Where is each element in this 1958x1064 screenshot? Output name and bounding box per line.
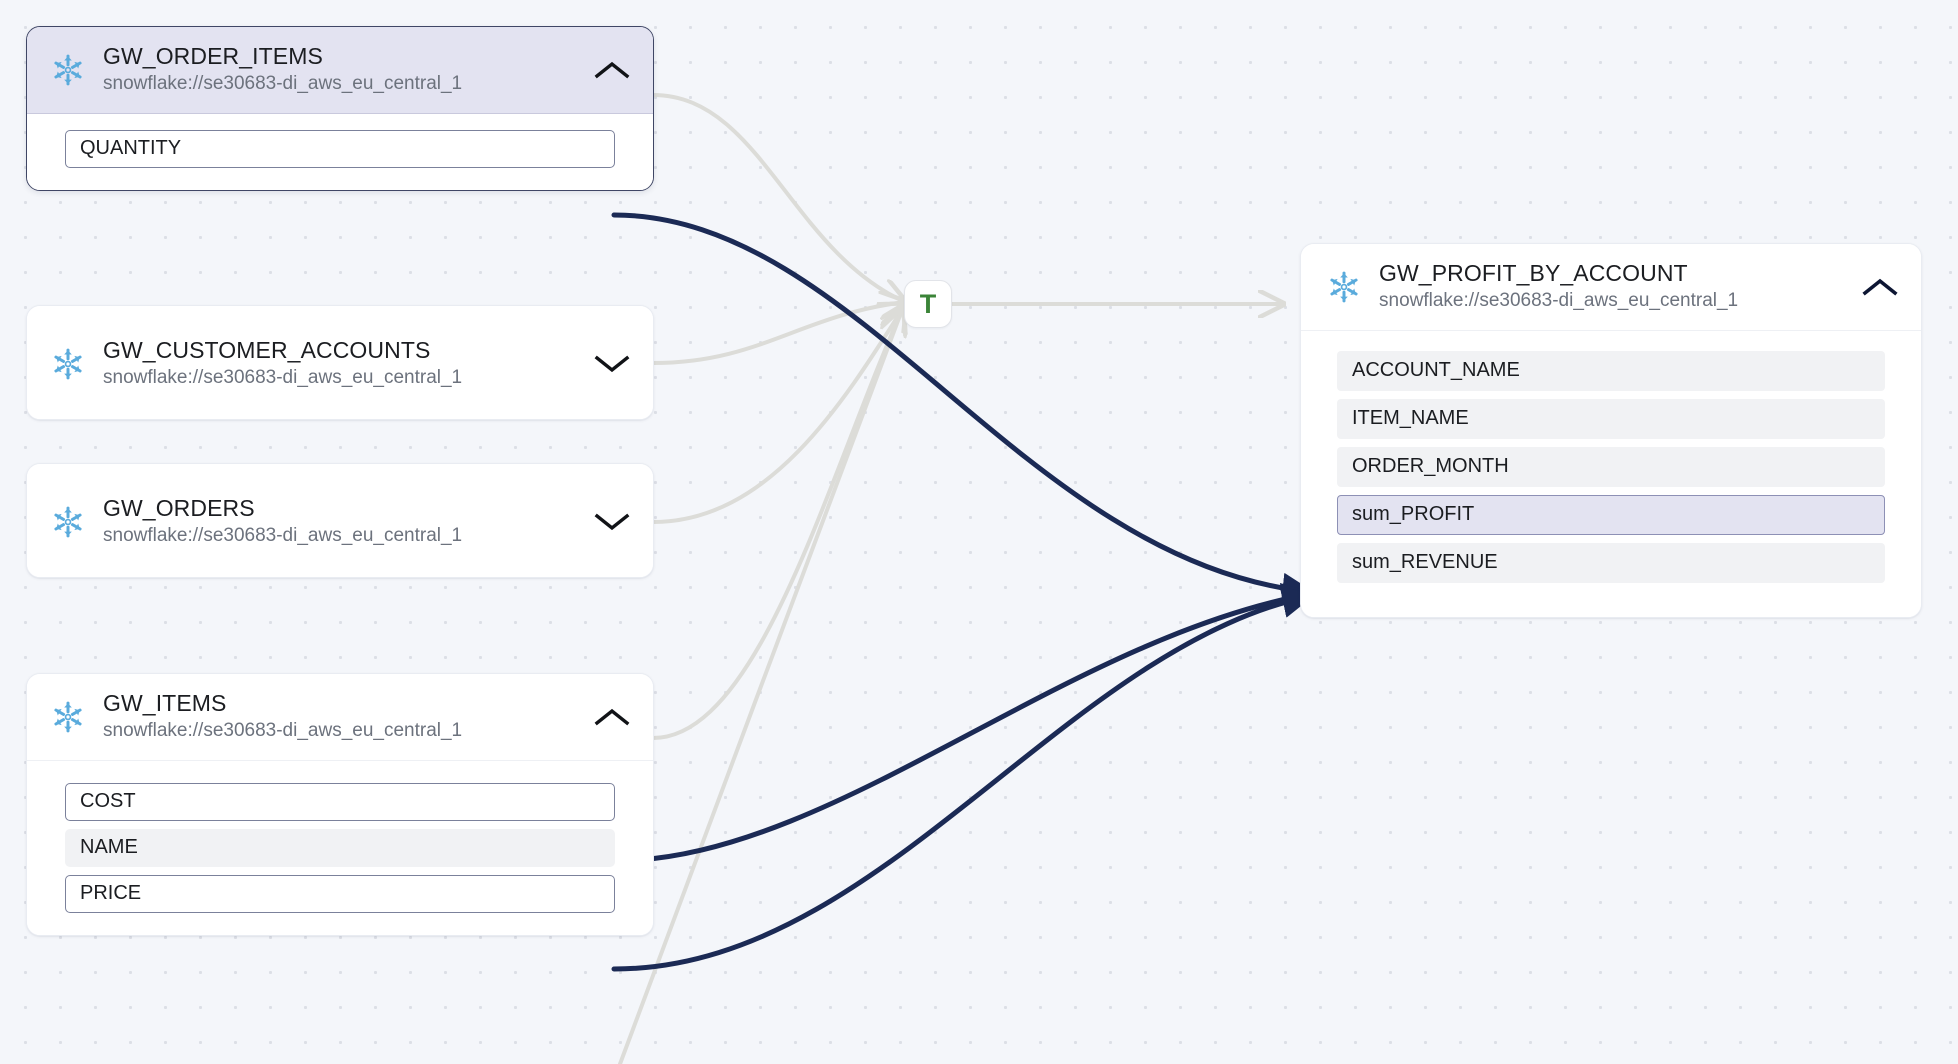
node-subtitle: snowflake://se30683-di_aws_eu_central_1 — [1379, 290, 1739, 312]
field-label: NAME — [80, 836, 138, 859]
field-price[interactable]: PRICE — [65, 874, 615, 913]
node-title-block: GW_CUSTOMER_ACCOUNTS snowflake://se30683… — [103, 337, 581, 391]
field-account-name[interactable]: ACCOUNT_NAME — [1337, 350, 1885, 391]
node-subtitle: snowflake://se30683-di_aws_eu_central_1 — [103, 366, 463, 388]
field-label: ORDER_MONTH — [1352, 455, 1509, 478]
node-fields: QUANTITY — [27, 113, 653, 190]
node-header[interactable]: GW_CUSTOMER_ACCOUNTS snowflake://se30683… — [27, 306, 653, 419]
edge-orders-to-transform — [651, 305, 905, 524]
node-header[interactable]: GW_ORDER_ITEMS snowflake://se30683-di_aw… — [27, 27, 653, 114]
node-gw-customer-accounts[interactable]: GW_CUSTOMER_ACCOUNTS snowflake://se30683… — [26, 305, 654, 420]
field-name[interactable]: NAME — [65, 828, 615, 867]
node-subtitle: snowflake://se30683-di_aws_eu_central_1 — [103, 524, 463, 546]
node-title-block: GW_PROFIT_BY_ACCOUNT snowflake://se30683… — [1379, 260, 1849, 314]
snowflake-icon — [51, 700, 85, 734]
snowflake-icon — [51, 505, 85, 539]
field-label: ITEM_NAME — [1352, 407, 1469, 430]
node-title: GW_ORDERS — [103, 494, 255, 521]
field-sum-revenue[interactable]: sum_REVENUE — [1337, 542, 1885, 583]
field-cost[interactable]: COST — [65, 782, 615, 821]
node-header[interactable]: GW_PROFIT_BY_ACCOUNT snowflake://se30683… — [1301, 244, 1921, 331]
node-header[interactable]: GW_ITEMS snowflake://se30683-di_aws_eu_c… — [27, 674, 653, 761]
inactive-edges — [618, 93, 1283, 1064]
node-header[interactable]: GW_ORDERS snowflake://se30683-di_aws_eu_… — [27, 464, 653, 577]
node-fields: COST NAME PRICE — [27, 760, 653, 935]
node-title: GW_ITEMS — [103, 690, 227, 716]
node-title: GW_ORDER_ITEMS — [103, 43, 323, 69]
snowflake-icon — [51, 53, 85, 87]
snowflake-icon — [51, 347, 85, 381]
node-title-block: GW_ORDER_ITEMS snowflake://se30683-di_aw… — [103, 43, 581, 97]
chevron-down-icon[interactable] — [591, 509, 633, 535]
field-label: QUANTITY — [80, 137, 182, 160]
field-label: ACCOUNT_NAME — [1352, 359, 1520, 382]
edge-items-lower-to-transform — [618, 310, 902, 1064]
node-title-block: GW_ITEMS snowflake://se30683-di_aws_eu_c… — [103, 690, 581, 744]
node-fields: ACCOUNT_NAME ITEM_NAME ORDER_MONTH sum_P… — [1301, 330, 1921, 617]
chevron-up-icon[interactable] — [1859, 274, 1901, 300]
chevron-up-icon[interactable] — [591, 57, 633, 83]
node-gw-items[interactable]: GW_ITEMS snowflake://se30683-di_aws_eu_c… — [26, 673, 654, 936]
transform-node[interactable]: T — [904, 280, 952, 328]
chevron-up-icon[interactable] — [591, 704, 633, 730]
field-item-name[interactable]: ITEM_NAME — [1337, 398, 1885, 439]
node-gw-profit-by-account[interactable]: GW_PROFIT_BY_ACCOUNT snowflake://se30683… — [1300, 243, 1922, 618]
field-label: sum_REVENUE — [1352, 551, 1498, 574]
edge-price-to-sum-profit — [611, 585, 1315, 972]
field-label: sum_PROFIT — [1352, 503, 1475, 526]
node-title: GW_PROFIT_BY_ACCOUNT — [1379, 260, 1688, 286]
node-title-block: GW_ORDERS snowflake://se30683-di_aws_eu_… — [103, 495, 581, 549]
edge-items-to-transform — [651, 308, 903, 740]
edge-customer-accounts-to-transform — [651, 302, 905, 365]
field-quantity[interactable]: QUANTITY — [65, 129, 615, 168]
edge-quantity-to-sum-profit — [611, 212, 1315, 606]
node-subtitle: snowflake://se30683-di_aws_eu_central_1 — [103, 720, 463, 742]
field-label: PRICE — [80, 882, 142, 905]
active-edges — [611, 212, 1315, 972]
node-title: GW_CUSTOMER_ACCOUNTS — [103, 336, 431, 363]
snowflake-icon — [1327, 270, 1361, 304]
chevron-down-icon[interactable] — [591, 351, 633, 377]
field-sum-profit[interactable]: sum_PROFIT — [1337, 494, 1885, 535]
node-gw-orders[interactable]: GW_ORDERS snowflake://se30683-di_aws_eu_… — [26, 463, 654, 578]
node-gw-order-items[interactable]: GW_ORDER_ITEMS snowflake://se30683-di_aw… — [26, 26, 654, 191]
field-order-month[interactable]: ORDER_MONTH — [1337, 446, 1885, 487]
field-label: COST — [80, 790, 136, 813]
transform-t-icon: T — [919, 288, 937, 319]
edge-order-items-to-transform — [651, 93, 905, 302]
node-subtitle: snowflake://se30683-di_aws_eu_central_1 — [103, 73, 463, 95]
edge-cost-to-sum-profit — [611, 583, 1315, 864]
